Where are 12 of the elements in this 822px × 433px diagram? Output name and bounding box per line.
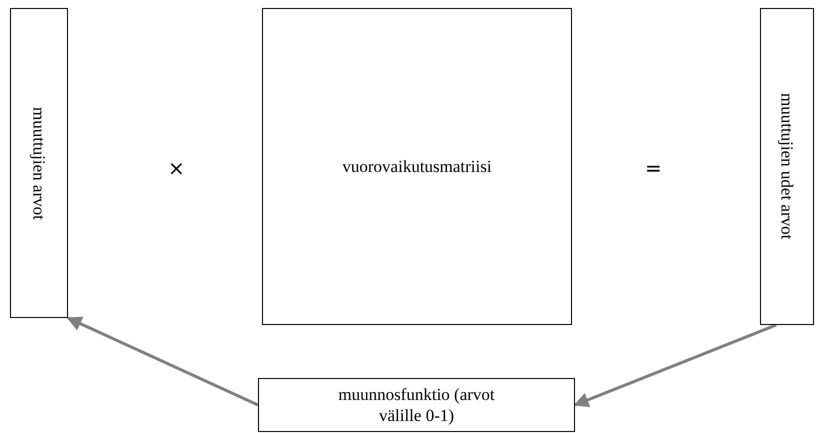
operator-symbol: =: [645, 156, 662, 180]
operator-symbol: ×: [168, 156, 185, 180]
box-label: muuttujien udet arvot: [776, 93, 798, 240]
arrow: [66, 316, 259, 406]
text-box: [258, 378, 575, 432]
box-label: vuorovaikutusmatriisi: [342, 156, 492, 178]
box-label: muunnosfunktio (arvot välille 0-1): [337, 384, 496, 426]
text-box: [760, 8, 814, 325]
box-label: muuttujien arvot: [28, 106, 50, 220]
text-box: [262, 8, 572, 325]
text-box: [10, 8, 68, 318]
arrow: [574, 324, 777, 407]
